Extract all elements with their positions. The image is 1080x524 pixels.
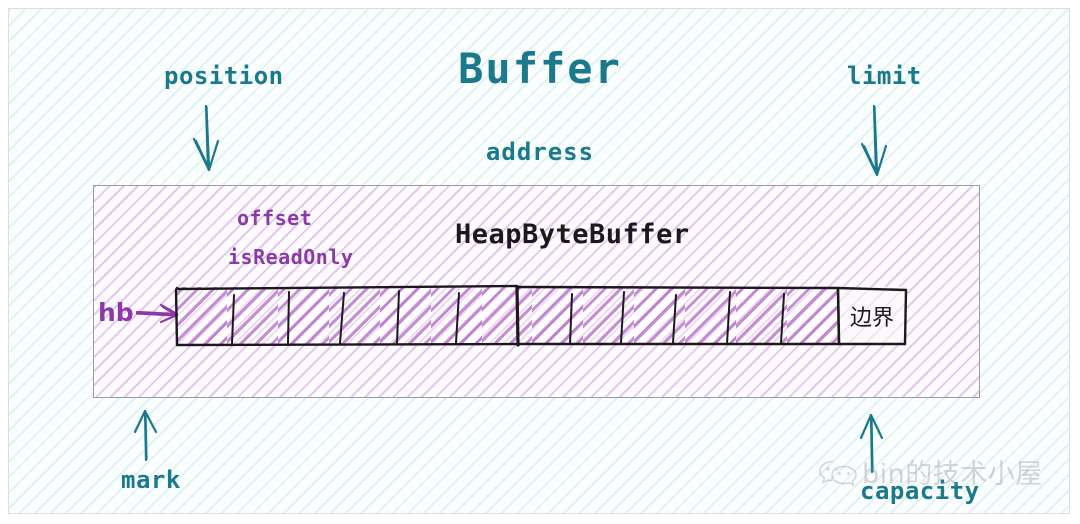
byte-cell — [176, 287, 227, 344]
page-title: Buffer — [458, 44, 622, 93]
byte-cell-boundary: 边界 — [838, 287, 906, 344]
pointer-label-position: position — [164, 62, 284, 90]
field-label-isreadonly: isReadOnly — [228, 245, 354, 269]
byte-cell — [430, 287, 482, 344]
byte-cell — [634, 287, 686, 344]
byte-cell — [685, 287, 737, 344]
byte-cell — [736, 287, 788, 344]
byte-cell — [481, 287, 533, 344]
pointer-label-capacity: capacity — [860, 477, 980, 505]
byte-cell-label: 边界 — [849, 305, 894, 331]
pointer-label-limit: limit — [847, 62, 922, 90]
byte-array: 边界 — [176, 287, 906, 344]
byte-cell — [787, 287, 838, 344]
watermark: bin的技术小屋 — [818, 452, 1043, 491]
byte-cell — [532, 287, 584, 344]
byte-cell — [328, 287, 380, 344]
byte-cell — [277, 287, 329, 344]
class-name-heapbytebuffer: HeapByteBuffer — [455, 219, 690, 250]
byte-cell — [379, 287, 431, 344]
watermark-text: bin的技术小屋 — [862, 459, 1043, 490]
byte-cell — [226, 287, 278, 344]
field-label-hb: hb — [98, 298, 134, 327]
field-label-offset: offset — [237, 206, 313, 230]
wechat-icon — [819, 460, 857, 487]
pointer-label-mark: mark — [121, 466, 181, 494]
field-label-address: address — [485, 138, 595, 166]
byte-cell — [583, 287, 635, 344]
